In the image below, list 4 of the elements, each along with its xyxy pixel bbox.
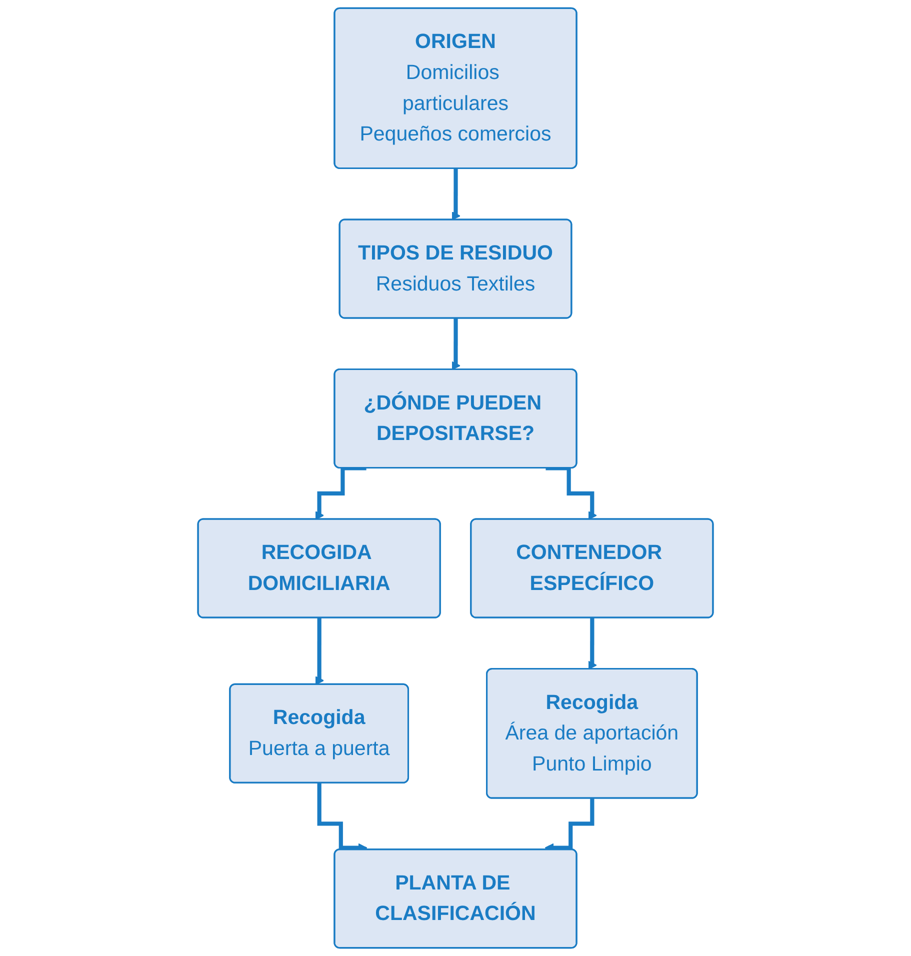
- arrow: [546, 466, 597, 520]
- arrow: [451, 166, 460, 220]
- arrow: [315, 466, 366, 520]
- arrow: [451, 316, 460, 370]
